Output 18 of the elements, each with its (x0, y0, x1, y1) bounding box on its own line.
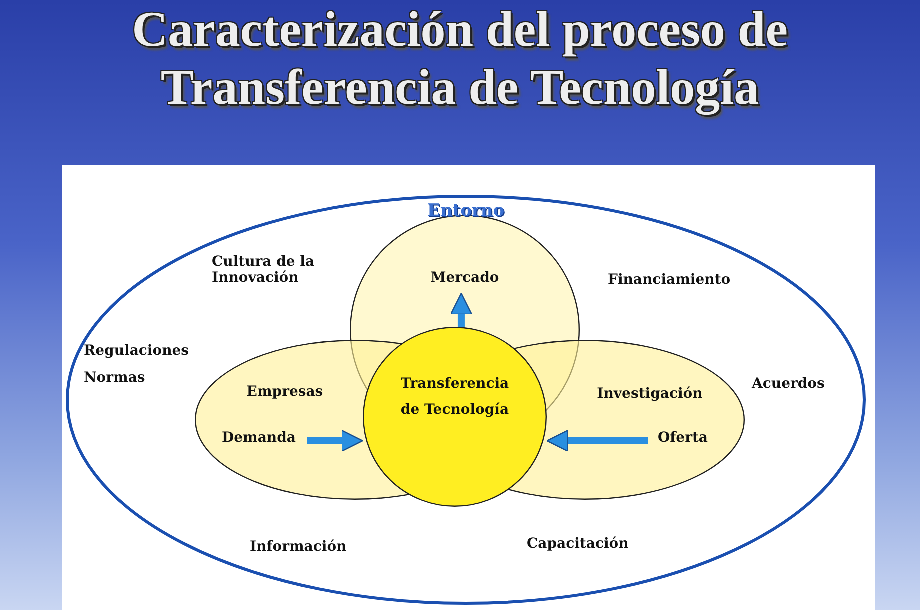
region-label: Investigación (596, 386, 704, 402)
title: Caracterización del proceso de Transferencia de Tecnología (131, 0, 789, 116)
arrow (546, 430, 648, 452)
flow-label: Oferta (656, 430, 710, 446)
factor-label: Normas (84, 370, 146, 386)
arrow (450, 292, 473, 328)
arrow (307, 430, 364, 452)
region-label: Transferencia de Tecnología (400, 375, 510, 420)
factor-label: Financiamiento (608, 272, 732, 288)
region-label: Entorno (426, 201, 506, 221)
factor-label: Información (250, 539, 348, 555)
flow-label: Demanda (221, 430, 297, 446)
region-label: Empresas (246, 384, 324, 400)
factor-label: Regulaciones (84, 343, 190, 359)
factor-label: Capacitación (527, 536, 630, 552)
region-label: Mercado (430, 270, 500, 286)
factor-label: Cultura de la Innovación (212, 254, 316, 286)
factor-label: Acuerdos (752, 376, 826, 392)
